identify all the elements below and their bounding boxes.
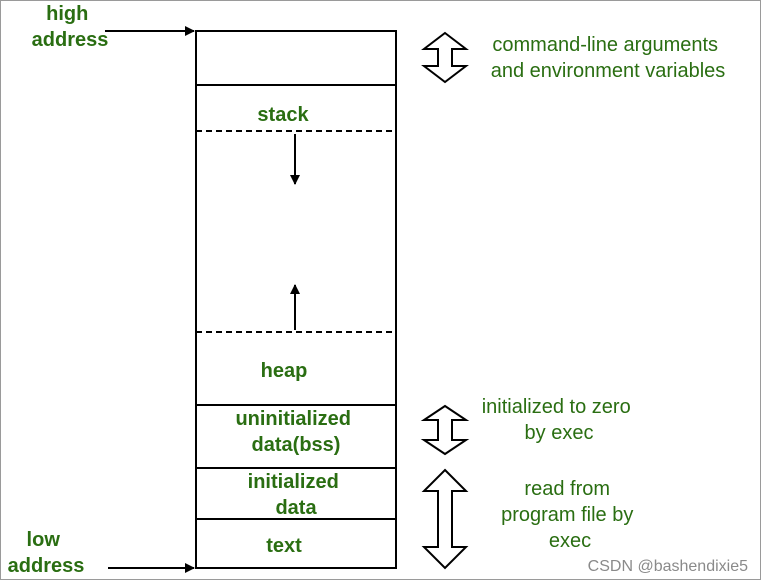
args-double-arrow — [421, 31, 469, 84]
high-address-label: high address — [32, 3, 109, 51]
heap-label: heap — [261, 360, 308, 382]
low-address-label: low address — [8, 529, 85, 577]
args-note: command-line arguments and environment v… — [491, 34, 726, 82]
stack-label: stack — [257, 104, 309, 126]
program-file-note: read from program file by exec — [501, 478, 639, 552]
bss-double-arrow — [420, 404, 470, 456]
initialized-data-label: initialized data — [248, 471, 345, 519]
memory-column — [195, 30, 397, 569]
watermark: CSDN @bashendixie5 — [588, 558, 748, 575]
bss-note: initialized to zero by exec — [482, 396, 637, 444]
program-file-double-arrow — [421, 468, 469, 570]
text-segment-label: text — [266, 535, 302, 557]
bss-label: uninitialized data(bss) — [235, 408, 356, 456]
